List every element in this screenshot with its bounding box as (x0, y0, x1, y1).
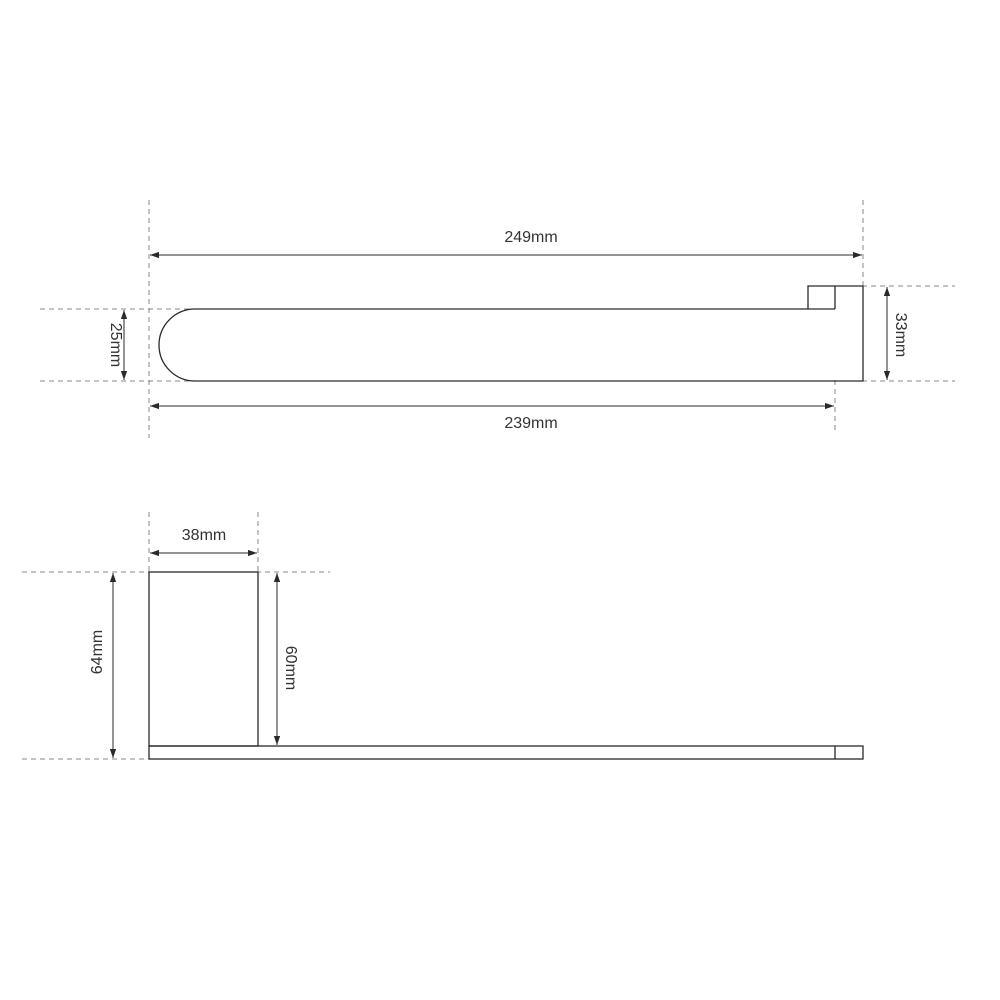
top-view-outline (158, 285, 864, 382)
top-view-extension-lines (40, 200, 955, 438)
side-view: 38mm 64mm 60mm (22, 512, 864, 760)
label-total-height: 64mm (89, 630, 106, 674)
dimension-body-length: 239mm (150, 402, 834, 432)
dimension-total-height: 64mm (89, 573, 117, 758)
label-body-height: 25mm (107, 323, 124, 367)
dimension-mount-width: 38mm (150, 527, 257, 557)
dimension-mount-height-top: 33mm (883, 287, 909, 380)
dimension-body-height: 25mm (107, 310, 128, 380)
top-view: 249mm 239mm 25mm 33mm (40, 200, 955, 438)
label-mount-height-side: 60mm (282, 646, 299, 690)
label-mount-height-top: 33mm (892, 313, 909, 357)
label-overall-length: 249mm (504, 229, 557, 246)
dimension-mount-height-side: 60mm (273, 573, 299, 745)
side-view-extension-lines (22, 512, 330, 760)
label-body-length: 239mm (504, 415, 557, 432)
label-mount-width: 38mm (182, 527, 226, 544)
side-view-outline (148, 571, 864, 760)
dimension-overall-length: 249mm (150, 229, 862, 259)
